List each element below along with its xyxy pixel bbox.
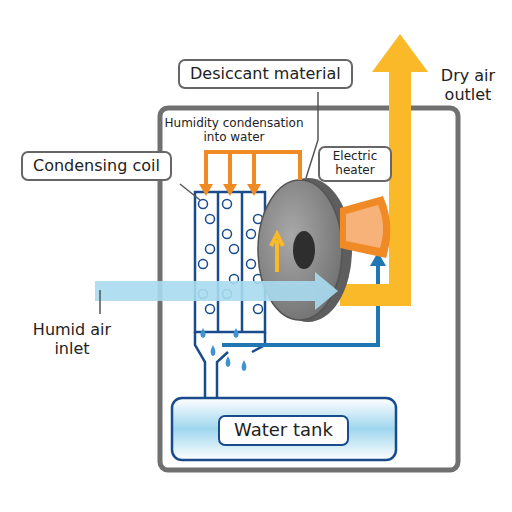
leader-lines [100,92,318,314]
condensing-coil [195,192,265,332]
coil-bubble [254,305,263,314]
drain-funnel [195,332,265,398]
node-text: Desiccant material [190,65,341,83]
coil-label-box: Condensing coil [21,151,172,181]
water-drops [201,328,247,371]
heater-label-box: Electric heater [318,146,392,182]
wheel-hub [293,231,315,269]
coil-bubble [206,245,215,254]
condensation-heads [199,184,261,196]
condensation-pipe [206,152,300,186]
coil-bubble [206,305,215,314]
node-text: Water tank [234,420,333,441]
heater-glow [346,205,383,248]
coil-bubble [247,260,256,269]
coil-bubble [223,200,232,209]
coil-bubble [199,260,208,269]
wheel-rotation-arrow [271,234,283,272]
node-text: Electric heater [324,150,386,178]
condensation-label: Humidity condensation into water [156,116,312,145]
humid-air-arrow [95,272,338,310]
desiccant-label-box: Desiccant material [178,59,353,89]
coil-bubble [247,230,256,239]
inlet-label: Humid air inlet [24,320,120,358]
coil-bubble [199,200,208,209]
outlet-label: Dry air outlet [431,66,505,104]
water-tank-label: Water tank [218,415,349,446]
water-tank [172,398,396,460]
coil-bubble [230,245,239,254]
electric-heater-shape [340,196,390,258]
coil-bubble [206,215,215,224]
coil-bubble [223,230,232,239]
node-text: Condensing coil [33,157,160,175]
